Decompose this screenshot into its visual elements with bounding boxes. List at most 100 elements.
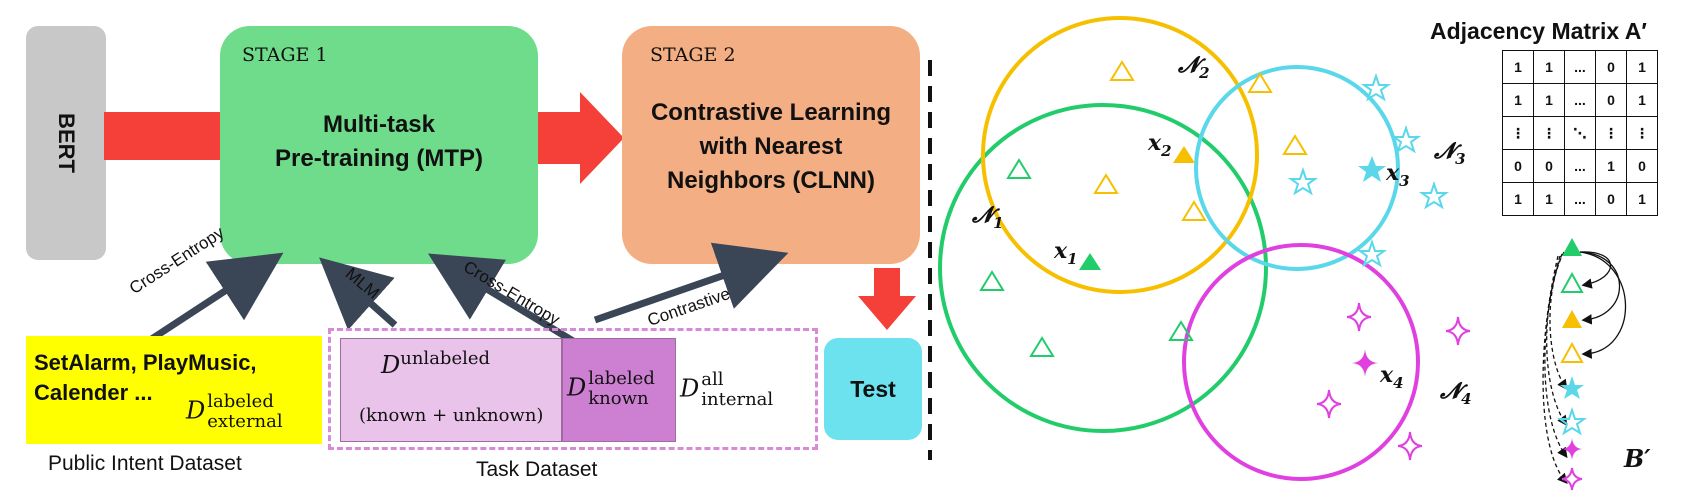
neighborhood-n3-label: 𝓝3 — [1433, 138, 1466, 168]
loss-arrows — [148, 242, 789, 353]
adjacency-row: ⋮⋮⋱⋮⋮ — [1502, 116, 1658, 150]
green-triangles — [979, 158, 1194, 357]
neighborhood-n4-circle — [1182, 243, 1420, 481]
stage1-title-line1: Multi-task — [322, 111, 435, 138]
cyan-stars — [1287, 72, 1450, 268]
adjacency-cell: 1 — [1502, 50, 1534, 84]
adjacency-cell: 1 — [1533, 83, 1565, 117]
adjacency-cell: ... — [1564, 50, 1596, 84]
point-x1-label: 𝒙1 — [1053, 238, 1078, 268]
contrastive-arrow — [593, 242, 789, 324]
cross-entropy-arrow-2 — [428, 253, 590, 353]
anchor-x1-triangle-icon — [1079, 253, 1101, 270]
bert-box: BERT — [26, 26, 106, 260]
batch-node-cyan-outline-icon — [1556, 406, 1588, 436]
adjacency-cell: ... — [1564, 182, 1596, 216]
adjacency-cell: 1 — [1533, 182, 1565, 216]
adjacency-cell: 1 — [1626, 83, 1658, 117]
task-dataset-container — [328, 328, 818, 450]
neighborhood-n3-circle — [1194, 65, 1400, 271]
adjacency-cell: ... — [1564, 149, 1596, 183]
point-x2-label: 𝒙2 — [1147, 130, 1172, 160]
anchor-x4-sparkle-icon — [1352, 349, 1378, 377]
section-divider — [928, 60, 932, 460]
stage2-title: Contrastive Learning with Nearest Neighb… — [622, 96, 920, 198]
stage1-to-stage2-arrow — [538, 92, 624, 184]
adjacency-cell: 0 — [1626, 149, 1658, 183]
cyan-star-icon — [1360, 72, 1392, 102]
adjacency-cell: 1 — [1595, 149, 1627, 183]
point-x4-label: 𝒙4 — [1379, 362, 1404, 392]
neighborhood-n1-label: 𝓝1 — [971, 202, 1004, 232]
green-triangle-icon — [1006, 158, 1032, 179]
neighborhood-n2-circle — [981, 16, 1259, 294]
magenta-sparkle-icon — [1316, 389, 1342, 419]
adjacency-cell: 0 — [1533, 149, 1565, 183]
adjacency-cell: ⋮ — [1595, 116, 1627, 150]
green-triangle-icon — [1168, 320, 1194, 341]
neighborhood-n4-label: 𝓝4 — [1439, 378, 1472, 408]
stage2-to-test-arrow — [858, 268, 916, 330]
yellow-triangle-icon — [1181, 200, 1207, 221]
adjacency-cell: ⋮ — [1626, 116, 1658, 150]
yellow-triangle-icon — [1282, 134, 1308, 155]
batch-node-magenta-filled-icon — [1562, 438, 1582, 460]
adjacency-cell: ⋮ — [1533, 116, 1565, 150]
neighborhood-diagram: 𝓝1 𝓝2 𝓝3 𝓝4 𝒙1 𝒙2 𝒙3 𝒙4 — [938, 16, 1472, 481]
unlabeled-note: (known + unknown) — [359, 405, 544, 426]
stage1-box: STAGE 1 Multi-task Pre-training (MTP) — [220, 26, 538, 264]
anchor-x2-triangle-icon — [1173, 146, 1195, 163]
adjacency-title: Adjacency Matrix A′ — [1430, 18, 1647, 44]
cyan-star-icon — [1287, 166, 1319, 196]
batch-node-yellow-outline-icon — [1560, 341, 1584, 363]
magenta-sparkle-icon — [1397, 431, 1423, 461]
cyan-star-icon — [1356, 238, 1388, 268]
adjacency-cell: 1 — [1626, 182, 1658, 216]
yellow-triangle-icon — [1247, 72, 1273, 93]
magenta-sparkle-icon — [1445, 316, 1471, 346]
public-dataset-line2: Calender ... — [34, 380, 153, 405]
cross-entropy-arrow-1 — [148, 252, 284, 343]
public-dataset-line1: SetAlarm, PlayMusic, — [34, 350, 257, 375]
anchor-x3-star-icon — [1358, 156, 1386, 182]
yellow-triangles — [1093, 60, 1308, 221]
unlabeled-box: Dunlabeled (known + unknown) — [340, 338, 562, 442]
green-triangle-icon — [979, 270, 1005, 291]
cyan-star-icon — [1390, 124, 1422, 154]
stage2-tag: STAGE 2 — [650, 44, 736, 66]
green-triangle-icon — [1029, 336, 1055, 357]
task-dataset-caption: Task Dataset — [476, 458, 598, 481]
adjacency-cell: 0 — [1595, 182, 1627, 216]
public-dataset-caption: Public Intent Dataset — [48, 452, 242, 475]
stage1-tag: STAGE 1 — [242, 44, 328, 66]
batch-node-cyan-filled-icon — [1560, 376, 1584, 399]
test-box: Test — [824, 338, 922, 440]
stage2-title-line1: Contrastive Learning — [650, 99, 892, 126]
stage1-title-line2: Pre-training (MTP) — [275, 145, 483, 172]
batch-node-green-outline-icon — [1560, 271, 1584, 293]
test-label: Test — [850, 375, 896, 402]
adjacency-cell: 0 — [1595, 50, 1627, 84]
batch-node-yellow-filled-icon — [1562, 310, 1582, 328]
batch-label: B′ — [1624, 444, 1651, 473]
stage2-title-line2: with Nearest — [699, 133, 843, 160]
point-x3-label: 𝒙3 — [1385, 160, 1410, 190]
bert-to-stage1-arrow — [104, 112, 224, 160]
neighborhood-n2-label: 𝓝2 — [1177, 52, 1210, 82]
stage2-box: STAGE 2 Contrastive Learning with Neares… — [622, 26, 920, 264]
adjacency-cell: 1 — [1502, 182, 1534, 216]
stage1-title: Multi-task Pre-training (MTP) — [220, 108, 538, 176]
yellow-triangle-icon — [1093, 173, 1119, 194]
magenta-sparkle-icon — [1346, 302, 1372, 332]
yellow-triangle-icon — [1109, 60, 1135, 81]
adjacency-cell: 1 — [1533, 50, 1565, 84]
